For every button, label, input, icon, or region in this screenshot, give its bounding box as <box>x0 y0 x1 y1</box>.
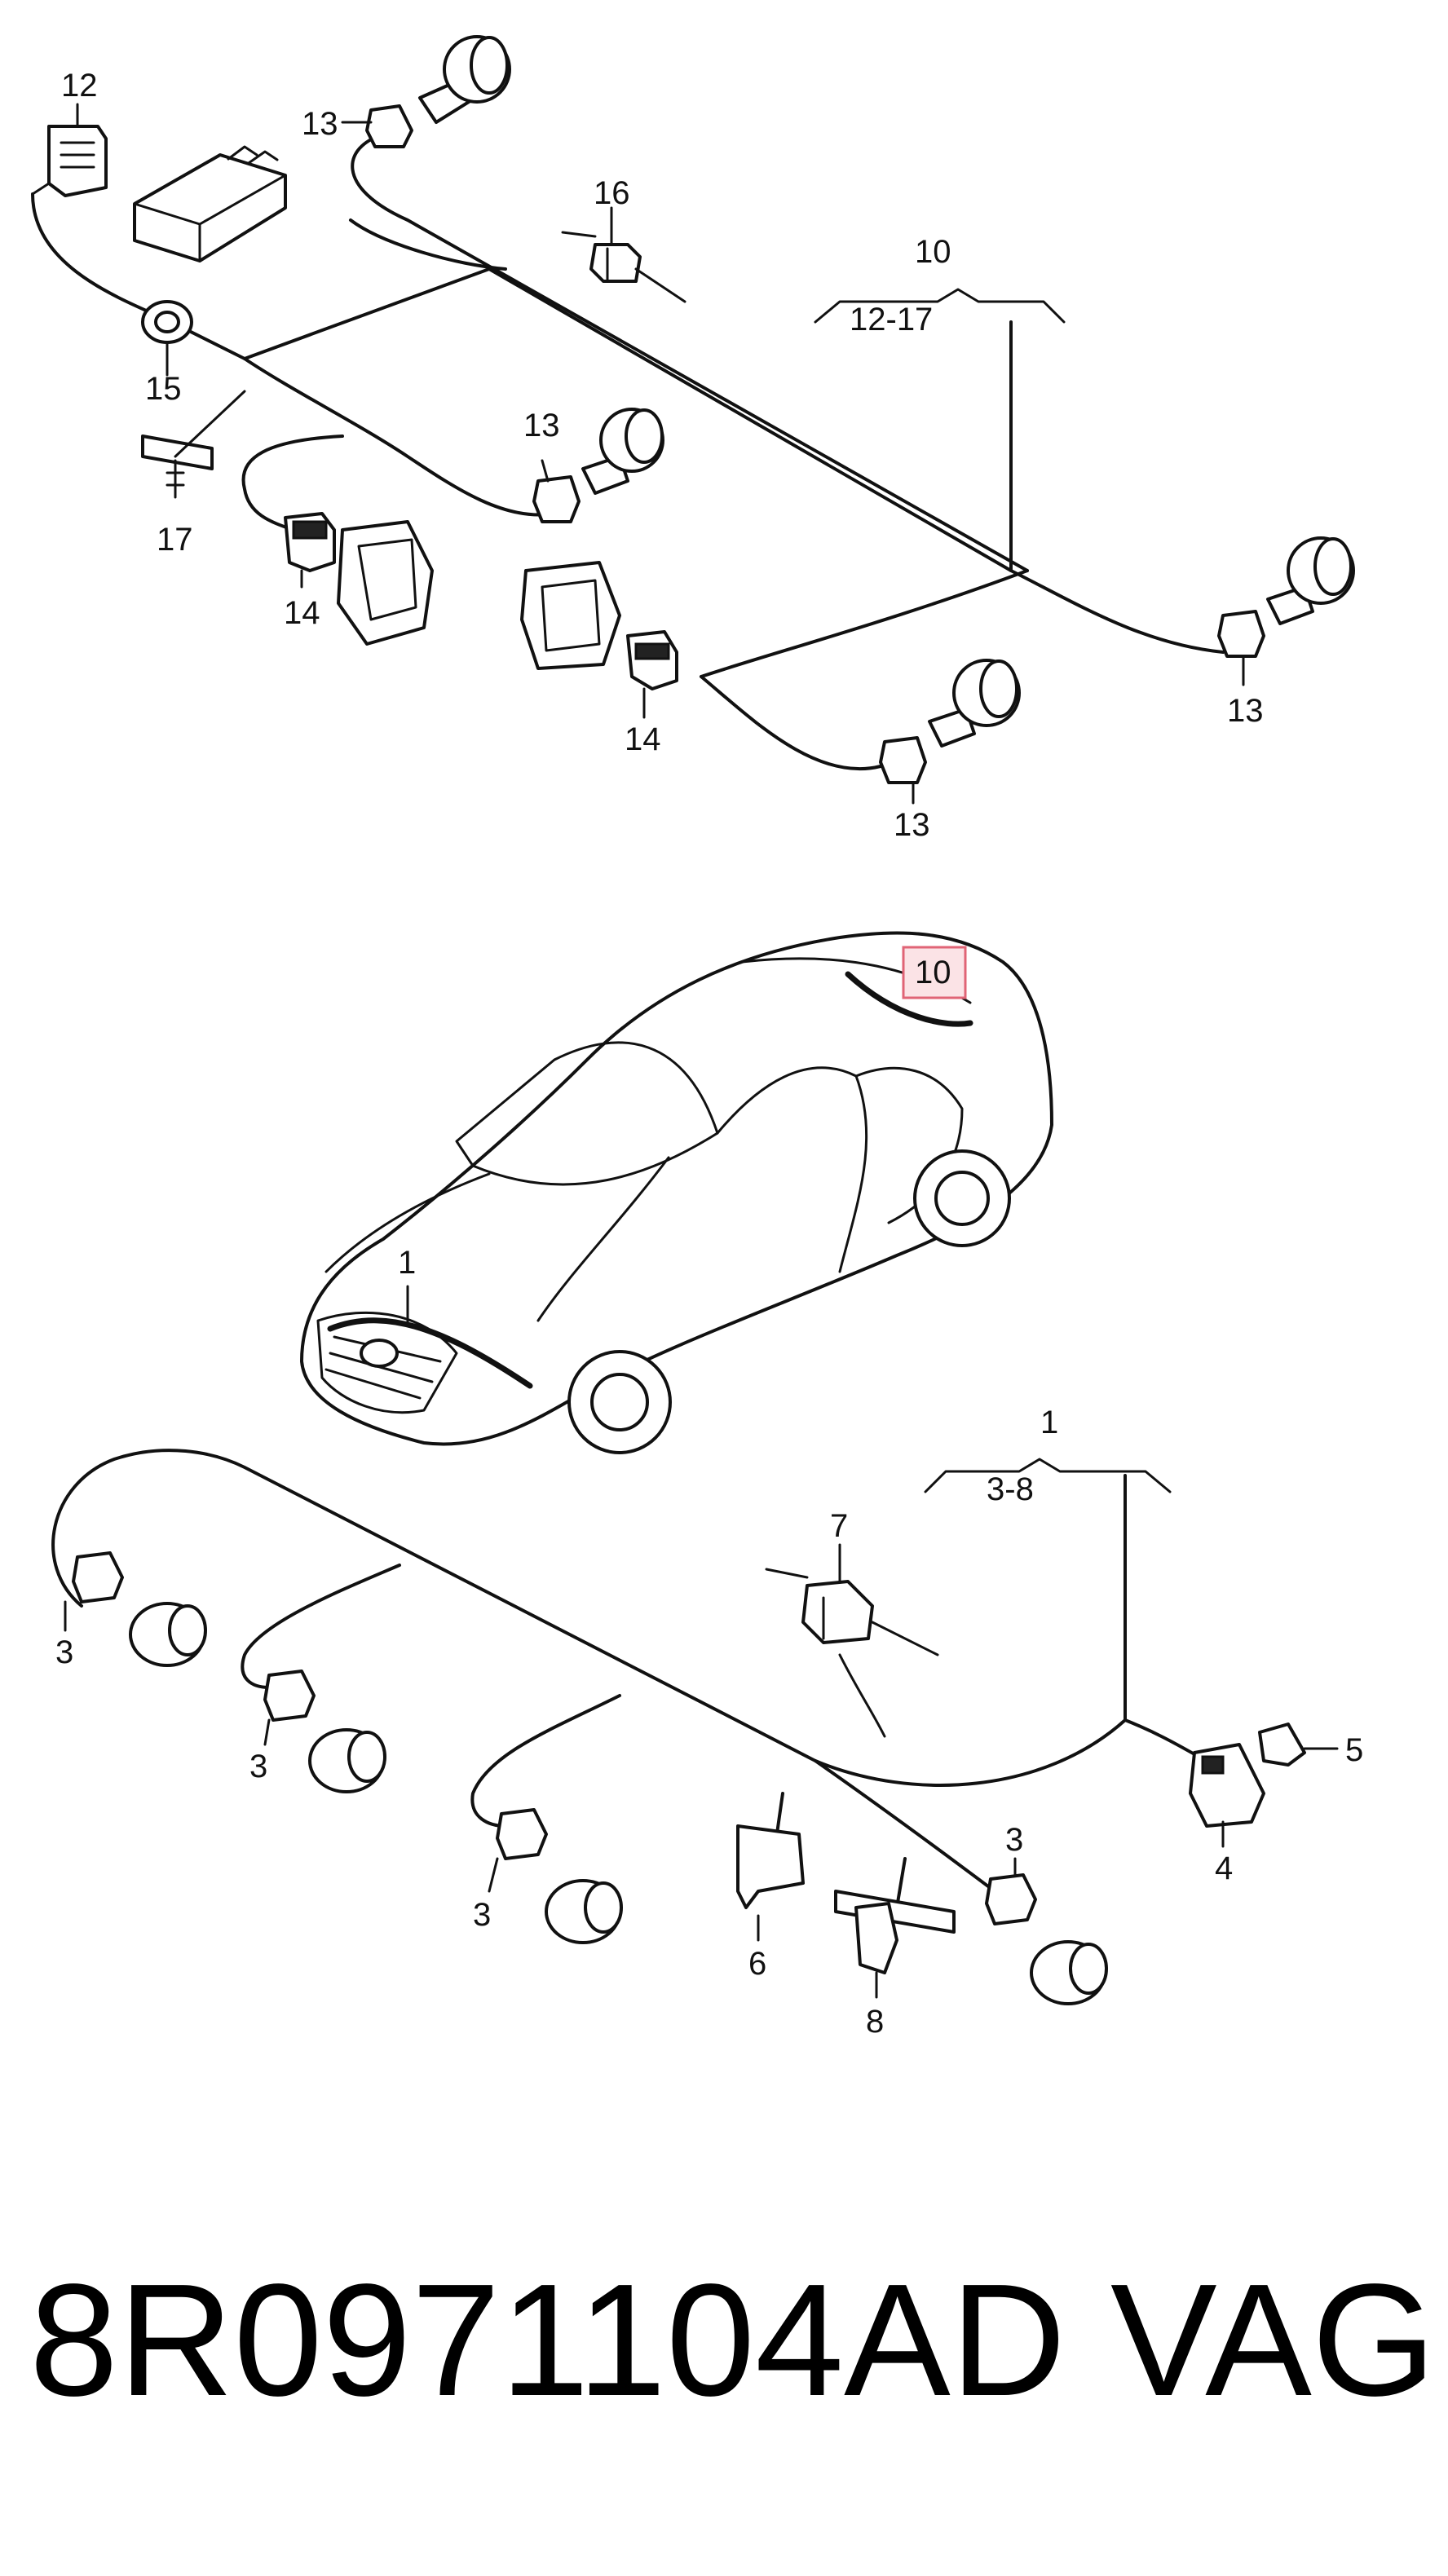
clip-17 <box>141 390 246 499</box>
callout-13-bottom: 13 <box>894 807 930 843</box>
part-number: 8R0971104AD <box>29 2251 1066 2429</box>
sensor-connector-13-bottom <box>879 659 1021 784</box>
callout-12: 12 <box>61 68 98 104</box>
callout-1-range: 3-8 <box>987 1471 1034 1507</box>
callout-7: 7 <box>830 1508 848 1544</box>
car-illustration <box>300 931 1053 1454</box>
callout-15: 15 <box>145 371 182 407</box>
callout-13-mid: 13 <box>523 408 560 443</box>
wire-holder-7 <box>765 1568 939 1656</box>
sensor-connector-13-mid <box>532 408 664 523</box>
sensor-connector-3-b <box>263 1670 386 1793</box>
rear-harness-assembly <box>31 35 1355 784</box>
sensor-connector-13-right <box>1217 536 1355 658</box>
wire-holder-16 <box>561 231 686 303</box>
callout-4: 4 <box>1215 1850 1233 1886</box>
brand-name: VAG <box>1110 2251 1436 2429</box>
callout-3-a: 3 <box>55 1634 73 1670</box>
callout-13-topleft: 13 <box>302 106 338 142</box>
callout-3-d: 3 <box>1005 1822 1023 1858</box>
grommet-15 <box>141 300 193 377</box>
callout-highlight-10 <box>902 946 967 999</box>
parking-aid-control-unit <box>133 145 287 262</box>
callout-13-right: 13 <box>1227 693 1264 729</box>
control-unit-connector-12 <box>31 125 108 197</box>
callout-14-left: 14 <box>284 595 320 631</box>
callout-labels: 12 13 16 10 12-17 15 17 13 14 14 13 13 1… <box>55 68 1363 2040</box>
leader-lines <box>64 103 1245 1893</box>
sensor-connector-13-topleft <box>365 35 511 148</box>
clip-5 <box>1258 1722 1339 1767</box>
bracket-6 <box>736 1824 805 1942</box>
callout-17: 17 <box>157 522 193 558</box>
callout-8: 8 <box>866 2004 884 2040</box>
callout-1-group: 1 <box>1040 1405 1058 1440</box>
clip-8 <box>834 1890 956 1999</box>
main-connector-4 <box>1189 1743 1265 1848</box>
bracket-connector-14-left <box>284 512 434 646</box>
callout-10-group: 10 <box>915 234 951 270</box>
callout-3-c: 3 <box>473 1897 491 1933</box>
sensor-connector-3-c <box>496 1808 623 1944</box>
callout-16: 16 <box>594 175 630 211</box>
callout-14-mid: 14 <box>625 721 661 757</box>
callout-1-car: 1 <box>398 1245 416 1281</box>
callout-3-b: 3 <box>249 1749 267 1784</box>
sensor-connector-3-a <box>72 1551 207 1667</box>
callout-5: 5 <box>1345 1732 1363 1768</box>
bracket-connector-14-mid <box>520 561 678 690</box>
front-harness-assembly <box>51 1449 1339 2005</box>
sensor-connector-3-d <box>985 1873 1108 2005</box>
callout-6: 6 <box>748 1946 766 1982</box>
callout-10-range: 12-17 <box>850 302 933 337</box>
callout-10-car: 10 <box>915 955 951 990</box>
